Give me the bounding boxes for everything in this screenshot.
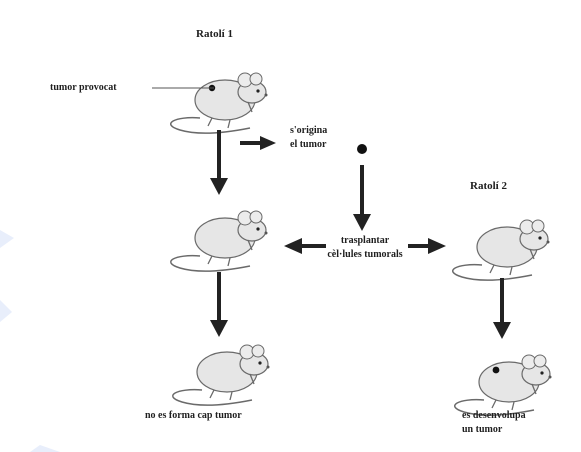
arrow-right-develops (240, 136, 276, 150)
transplant-label-line1: trasplantar (340, 235, 390, 246)
arrow-down-mouse2 (493, 278, 511, 339)
arrow-down-mouse1-1 (210, 130, 228, 195)
mouse-1-bottom-figure (171, 344, 271, 406)
arrow-down-mouse1-2 (210, 272, 228, 337)
transplant-label-line2: cèl·lules tumorals (327, 249, 403, 260)
develops-label-line1: es desenvolupa (462, 410, 526, 421)
excised-tumor-dot (357, 144, 367, 154)
mouse-2-figure (451, 219, 551, 281)
mouse-1-title: Ratolí 1 (196, 28, 233, 40)
develops-tumor-label-line1: s'origina (290, 125, 328, 136)
develops-tumor-label-line2: el tumor (290, 139, 327, 150)
arrow-down-transplant (353, 165, 371, 231)
induced-tumor-label: tumor provocat (50, 82, 117, 93)
mouse-1-figure (169, 72, 269, 134)
mouse-1-middle-figure (169, 210, 269, 272)
mouse-2-title: Ratolí 2 (470, 180, 507, 192)
no-tumor-label: no es forma cap tumor (145, 410, 242, 421)
tumor-dot-mouse-2 (492, 366, 500, 374)
mouse-2-bottom-figure (453, 354, 553, 416)
arrow-right-transplant (408, 238, 446, 254)
develops-label-line2: un tumor (462, 424, 503, 435)
arrow-left-transplant (284, 238, 326, 254)
edge-accents (0, 230, 60, 452)
